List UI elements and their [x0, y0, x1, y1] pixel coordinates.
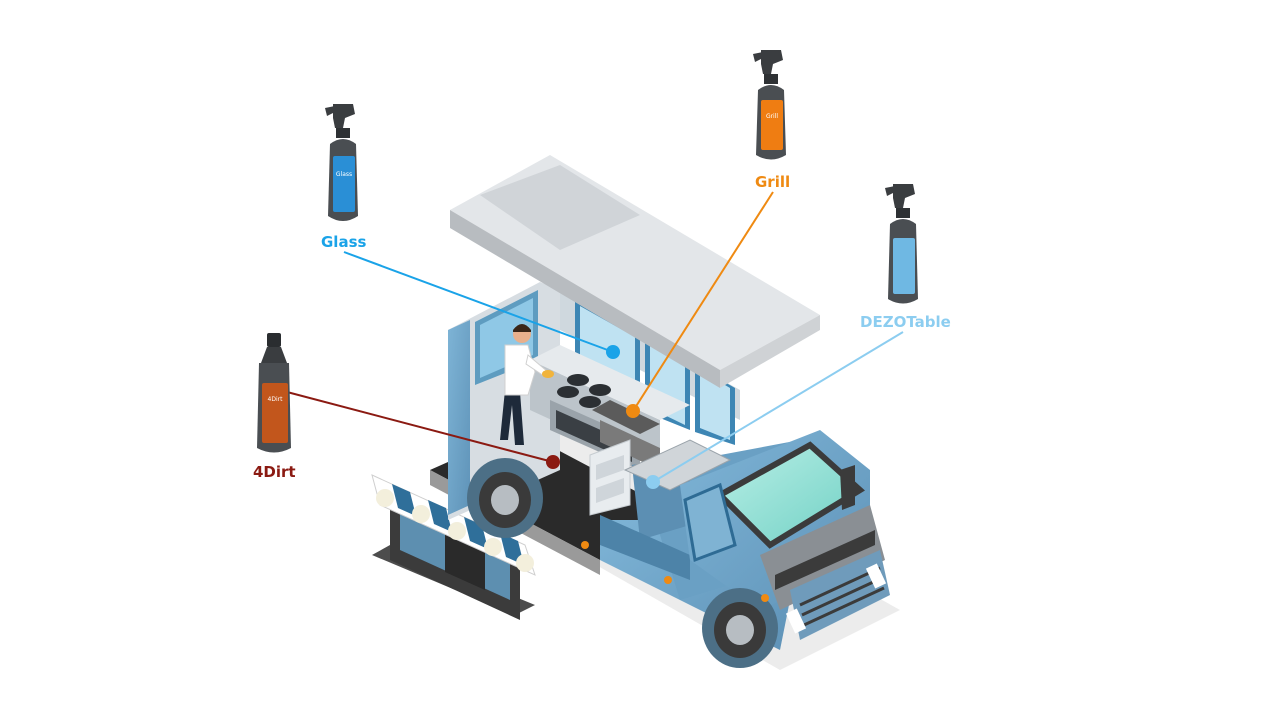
spray-bottle-icon[interactable]: 4Dirt — [257, 333, 291, 453]
rear-wheel — [467, 458, 543, 538]
chef-icon — [500, 324, 554, 445]
food-truck-icon — [430, 155, 900, 670]
spray-bottle-icon[interactable] — [885, 184, 918, 304]
label-dezotable[interactable]: DEZOTable — [860, 313, 951, 331]
spray-bottle-icon[interactable]: Grill — [753, 50, 786, 160]
label-4dirt[interactable]: 4Dirt — [253, 463, 296, 481]
connector-glass — [343, 251, 620, 359]
connector-grill — [626, 191, 774, 418]
bottle-text-glass: Glass — [336, 171, 352, 178]
spray-bottle-icon[interactable]: Glass — [325, 104, 358, 221]
connector-dezotable — [646, 331, 904, 489]
bottle-text-4dirt: 4Dirt — [268, 396, 284, 403]
label-grill[interactable]: Grill — [755, 173, 791, 191]
bottle-text-grill: Grill — [766, 113, 778, 120]
market-stall-icon — [371, 474, 536, 620]
front-wheel — [702, 588, 778, 668]
label-glass[interactable]: Glass — [321, 233, 367, 251]
connector-4dirt — [286, 391, 560, 469]
